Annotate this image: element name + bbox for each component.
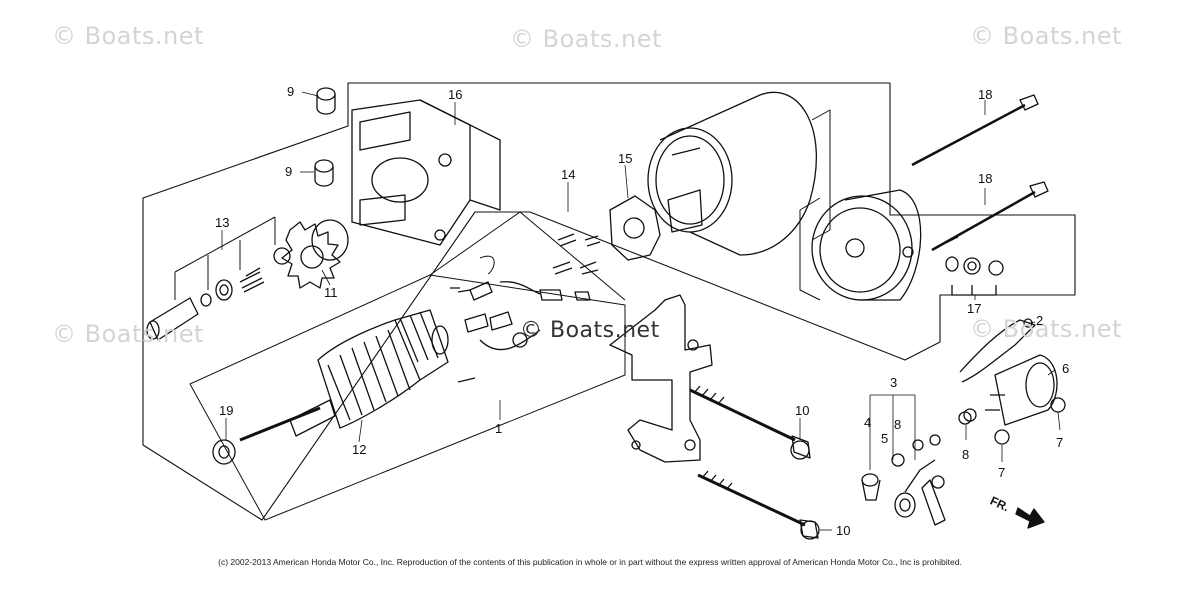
armature-12 — [239, 309, 449, 442]
callout-18: 18 — [978, 87, 993, 102]
assembly-box-outline — [142, 82, 1076, 521]
callout-19: 19 — [219, 403, 234, 418]
nuts-17 — [945, 256, 1004, 296]
callout-6: 6 — [1062, 361, 1070, 376]
collar-9-top — [316, 87, 336, 115]
nuts-7 — [994, 397, 1066, 445]
callout-11: 11 — [324, 285, 338, 300]
callout-3: 3 — [890, 375, 898, 390]
stop-collar-parts-13 — [146, 247, 291, 341]
watermark: © Boats.net — [970, 22, 1122, 50]
brush-holder-15 — [609, 195, 661, 261]
watermark-center: © Boats.net — [520, 318, 660, 343]
front-direction-arrow — [1015, 507, 1045, 529]
brush-holder-box — [429, 211, 626, 301]
through-bolt-18-bottom — [931, 181, 1049, 252]
rear-cover — [799, 189, 922, 301]
brush-kit-14 — [450, 233, 601, 383]
through-bolt-18-top — [911, 94, 1039, 167]
armature-box-outline — [189, 274, 626, 521]
starter-bracket — [609, 294, 713, 463]
pinion-gear-11 — [281, 219, 349, 289]
callout-2: 2 — [1036, 313, 1044, 328]
callout-16: 16 — [448, 87, 463, 102]
callout-8: 8 — [962, 447, 970, 462]
callout-12: 12 — [352, 442, 367, 457]
flange-bolt-10-bottom — [697, 470, 820, 540]
callout-10: 10 — [836, 523, 851, 538]
collar-9-bottom — [314, 159, 334, 187]
callout-17: 17 — [967, 301, 982, 316]
callout-9: 9 — [285, 164, 293, 179]
solenoid-6 — [963, 354, 1058, 426]
flange-bolt-10-top — [689, 385, 811, 460]
copyright-notice: (c) 2002-2013 American Honda Motor Co., … — [218, 557, 962, 567]
callout-5: 5 — [881, 431, 889, 446]
watermark: © Boats.net — [970, 315, 1122, 343]
callout-13: 13 — [215, 215, 230, 230]
watermark: © Boats.net — [52, 22, 204, 50]
callout-7: 7 — [1056, 435, 1064, 450]
callout-7: 7 — [998, 465, 1006, 480]
leader-lines — [221, 91, 1061, 531]
yoke-housing — [647, 91, 831, 256]
callout-4: 4 — [864, 415, 872, 430]
callout-8: 8 — [894, 417, 902, 432]
watermark: © Boats.net — [510, 25, 662, 53]
part13-bracket — [174, 216, 276, 300]
terminals-4-5-8 — [861, 411, 972, 526]
callout-15: 15 — [618, 151, 633, 166]
callout-18: 18 — [978, 171, 993, 186]
watermark: © Boats.net — [52, 320, 204, 348]
callout-14: 14 — [561, 167, 576, 182]
callout-10: 10 — [795, 403, 810, 418]
front-bracket-16 — [351, 99, 501, 246]
washer-19 — [212, 439, 236, 465]
callout-9: 9 — [287, 84, 295, 99]
callout-1: 1 — [495, 421, 503, 436]
